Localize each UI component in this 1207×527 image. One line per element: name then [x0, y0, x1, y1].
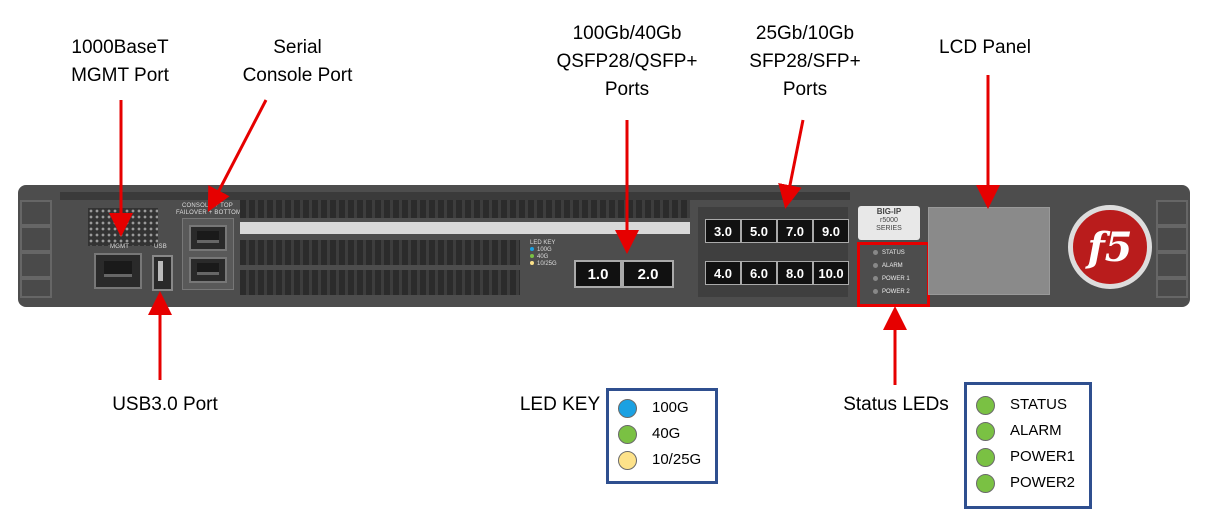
ledkey-small-10-25g: 10/25G [537, 261, 557, 267]
led-key-label-3: 10/25G [652, 451, 702, 468]
badge-line3: SERIES [876, 225, 902, 232]
status-legend-dot-1 [976, 396, 995, 415]
ledkey-small-40g: 40G [537, 254, 549, 260]
qsfp-port-2: 2.0 [622, 260, 674, 288]
console-rj45-bottom [189, 257, 227, 283]
sfp-port-4: 4.0 [705, 261, 741, 285]
sfp-port-3: 3.0 [705, 219, 741, 243]
status-legend-label-4: POWER2 [1010, 474, 1076, 491]
mgmt-label-line1: 1000BaseT [71, 37, 169, 58]
led-key-label-2: 40G [652, 425, 681, 442]
left-ear-vent-3 [20, 252, 52, 278]
badge-line1: BIG-IP [876, 207, 902, 216]
qsfp-ports-label: 100Gb/40Gb QSFP28/QSFP+ Ports [547, 20, 707, 104]
usb-port [152, 255, 173, 291]
usb-port-label: USB3.0 Port [112, 394, 218, 415]
mgmt-label-line2: MGMT Port [71, 65, 169, 86]
mgmt-rj45-port [94, 253, 142, 289]
console-label-line1: Serial [273, 37, 322, 58]
status-legend-label-1: STATUS [1010, 396, 1067, 413]
mgmt-small-label: MGMT [110, 244, 130, 250]
qsfp-label-line3: Ports [604, 79, 650, 100]
chassis-status-led: STATUS [873, 250, 905, 256]
lcd-label-text: LCD Panel [939, 37, 1031, 58]
lcd-panel-label: LCD Panel [920, 34, 1050, 62]
status-legend-dot-3 [976, 448, 995, 467]
right-ear-vent-3 [1156, 252, 1188, 278]
console-small-line2: FAILOVER + BOTTOM [176, 210, 242, 216]
chassis-top-rail [60, 192, 850, 200]
arrow-sfp [778, 119, 805, 209]
left-ear-vent-4 [20, 278, 52, 298]
console-rj45-top [189, 225, 227, 251]
left-ear-vent-1 [20, 200, 52, 226]
led-key-dot-2 [618, 425, 637, 444]
left-ear-vent-2 [20, 226, 52, 252]
ledkey-small-10-25g-row: 10/25G [530, 261, 557, 268]
qsfp-port-1: 1.0 [574, 260, 622, 288]
f5-logo: f5 [1068, 205, 1152, 289]
led-key-dot-1 [618, 399, 637, 418]
status-leds-label: Status LEDs [843, 394, 949, 415]
status-legend-dot-2 [976, 422, 995, 441]
ledkey-small-title: LED KEY [530, 240, 556, 246]
qsfp-label-line1: 100Gb/40Gb [572, 23, 682, 44]
vent-row-1 [240, 200, 690, 218]
console-ports [182, 218, 234, 290]
status-legend-label-2: ALARM [1010, 422, 1062, 439]
chassis-alarm-led: ALARM [873, 263, 903, 269]
sfp-label-line3: Ports [782, 79, 828, 100]
ledkey-small-100g-row: 100G [530, 247, 557, 254]
status-legend-label-3: POWER1 [1010, 448, 1076, 465]
right-ear-vent-1 [1156, 200, 1188, 226]
arrow-console [207, 99, 268, 212]
vent-row-3 [240, 270, 520, 295]
sfp-label-line2: SFP28/SFP+ [749, 51, 861, 72]
lcd-panel [928, 207, 1050, 295]
ledkey-small-100g: 100G [537, 247, 552, 253]
chassis-power1-led: POWER 1 [873, 276, 910, 282]
vent-row-2 [240, 240, 520, 265]
console-label-line2: Console Port [242, 65, 353, 86]
sfp-label-line1: 25Gb/10Gb [755, 23, 855, 44]
mgmt-port-label: 1000BaseT MGMT Port [50, 34, 190, 90]
console-port-label: Serial Console Port [225, 34, 370, 90]
badge-line2: r5000 [880, 217, 898, 224]
chassis-power2-led: POWER 2 [873, 289, 910, 295]
led-key-label: LED KEY [519, 394, 601, 415]
sfp-port-7: 7.0 [777, 219, 813, 243]
console-small-line1: CONSOLE + TOP [182, 203, 233, 209]
led-key-label-1: 100G [652, 399, 689, 416]
sfp-port-6: 6.0 [741, 261, 777, 285]
bigip-badge: BIG-IP r5000 SERIES [858, 206, 920, 240]
right-ear-vent-2 [1156, 226, 1188, 252]
sfp-port-10: 10.0 [813, 261, 849, 285]
sfp-port-9: 9.0 [813, 219, 849, 243]
ledkey-small-40g-row: 40G [530, 254, 557, 261]
usb-small-label: USB [154, 244, 167, 250]
sfp-ports-label: 25Gb/10Gb SFP28/SFP+ Ports [730, 20, 880, 104]
led-key-dot-3 [618, 451, 637, 470]
status-legend-dot-4 [976, 474, 995, 493]
label-strip [240, 222, 690, 234]
sfp-port-5: 5.0 [741, 219, 777, 243]
qsfp-label-line2: QSFP28/QSFP+ [556, 51, 698, 72]
sfp-port-8: 8.0 [777, 261, 813, 285]
right-ear-vent-4 [1156, 278, 1188, 298]
ledkey-small: LED KEY 100G 40G 10/25G [530, 240, 557, 268]
